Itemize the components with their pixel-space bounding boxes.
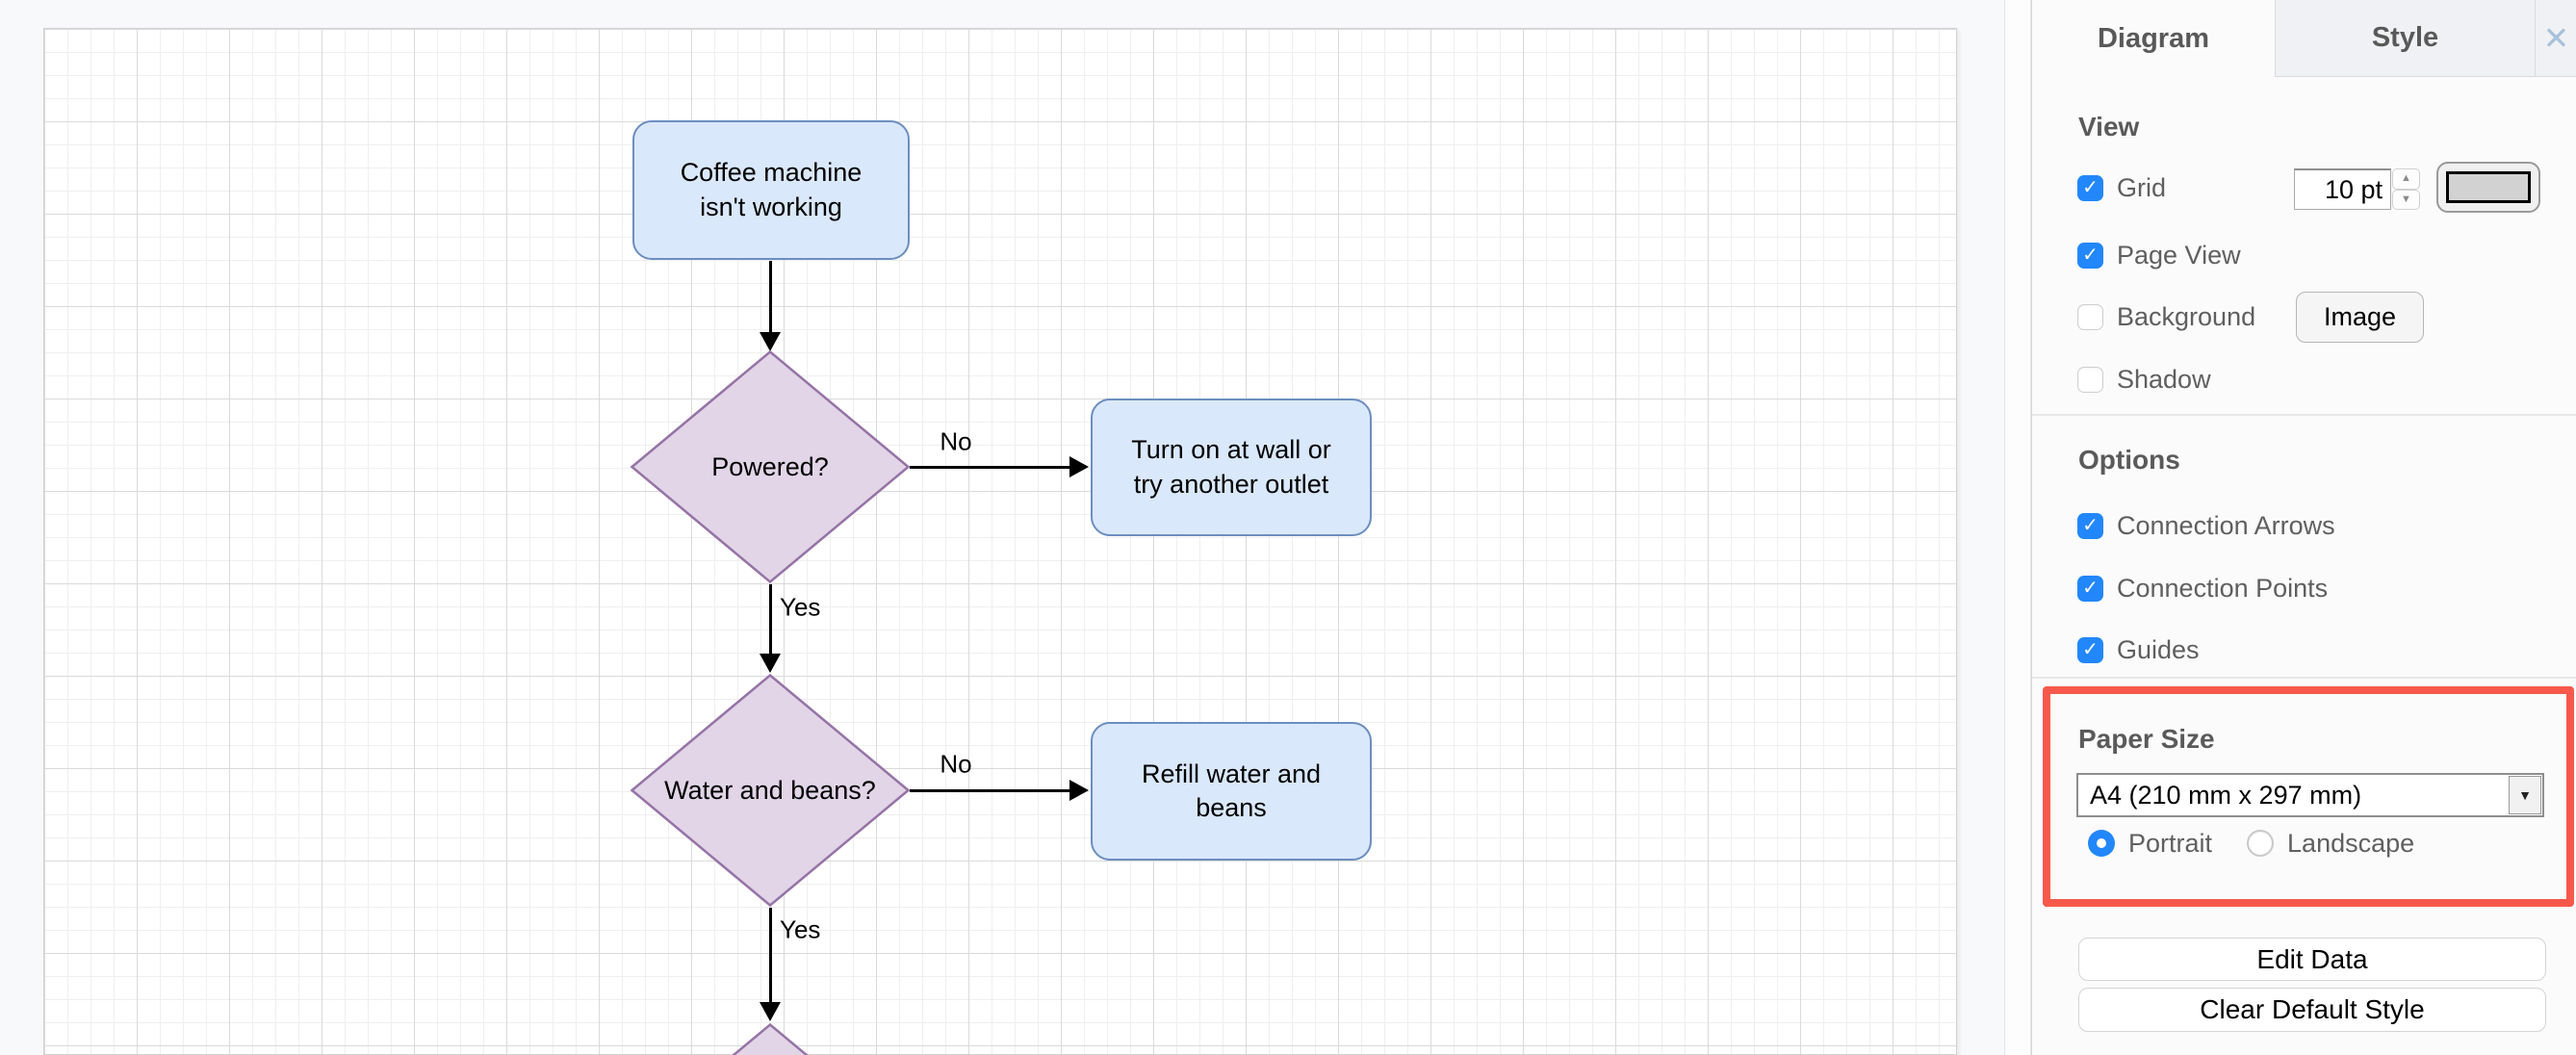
stepper-down-button[interactable]: ▼ xyxy=(2392,189,2420,210)
connection-arrows-checkbox[interactable]: ✓ xyxy=(2077,512,2103,539)
node-start[interactable]: Coffee machine isn't working xyxy=(632,120,910,260)
format-panel-tabbar: Diagram Style ✕ xyxy=(2032,0,2576,77)
edge-label-water-yes[interactable]: Yes xyxy=(780,914,821,944)
edge-water-yes[interactable] xyxy=(769,908,772,1004)
grid-label: Grid xyxy=(2117,172,2167,202)
node-refill-label: Refill water and beans xyxy=(1141,759,1322,822)
check-icon: ✓ xyxy=(2082,515,2099,536)
diamond-shape xyxy=(630,673,911,908)
landscape-label: Landscape xyxy=(2287,828,2415,858)
paper-size-select[interactable]: A4 (210 mm x 297 mm) ▼ xyxy=(2076,773,2544,817)
chevron-down-icon: ▼ xyxy=(2401,193,2411,205)
guides-row: ✓ Guides xyxy=(2077,632,2200,667)
portrait-radio[interactable] xyxy=(2088,830,2115,857)
connection-points-label: Connection Points xyxy=(2117,573,2329,603)
edit-data-label: Edit Data xyxy=(2256,943,2368,974)
page-sheet[interactable] xyxy=(43,28,1957,1055)
select-dropdown-button[interactable]: ▼ xyxy=(2509,776,2541,814)
landscape-radio[interactable] xyxy=(2247,830,2275,857)
panel-close-button[interactable]: ✕ xyxy=(2535,0,2576,77)
check-icon: ✓ xyxy=(2082,177,2099,198)
arrowhead-icon xyxy=(760,654,781,673)
image-button-label: Image xyxy=(2323,302,2397,331)
clear-default-style-button[interactable]: Clear Default Style xyxy=(2078,988,2546,1032)
portrait-label: Portrait xyxy=(2128,828,2213,858)
format-panel: Diagram Style ✕ View ✓ Grid ▲ ▼ xyxy=(2031,0,2576,1055)
background-image-button[interactable]: Image xyxy=(2296,292,2424,343)
chevron-up-icon: ▲ xyxy=(2401,172,2411,185)
background-checkbox[interactable] xyxy=(2077,303,2103,330)
paper-size-section-title: Paper Size xyxy=(2078,724,2215,754)
paper-size-value: A4 (210 mm x 297 mm) xyxy=(2090,780,2362,810)
diamond-shape xyxy=(630,349,911,584)
shadow-checkbox[interactable] xyxy=(2077,366,2103,393)
node-refill[interactable]: Refill water and beans xyxy=(1091,722,1372,861)
grid-size-stepper: ▲ ▼ xyxy=(2392,168,2420,210)
options-section-title: Options xyxy=(2078,445,2180,475)
node-powered-label: Powered? xyxy=(711,451,829,481)
tab-diagram-label: Diagram xyxy=(2097,22,2210,54)
orientation-radio-group: Portrait Landscape xyxy=(2088,826,2449,861)
guides-checkbox[interactable]: ✓ xyxy=(2077,636,2103,663)
background-label: Background xyxy=(2117,301,2256,331)
edge-label-water-no[interactable]: No xyxy=(940,749,972,779)
grid-color-swatch xyxy=(2446,171,2531,203)
shadow-row: Shadow xyxy=(2077,362,2211,397)
background-row: Background xyxy=(2077,299,2255,334)
page-view-checkbox[interactable]: ✓ xyxy=(2077,242,2103,269)
check-icon: ✓ xyxy=(2082,639,2099,660)
grid-color-button[interactable] xyxy=(2436,162,2540,213)
close-icon: ✕ xyxy=(2542,20,2570,56)
edge-start-powered[interactable] xyxy=(769,261,772,334)
connection-arrows-row: ✓ Connection Arrows xyxy=(2077,508,2335,543)
tab-diagram[interactable]: Diagram xyxy=(2032,0,2276,77)
page-view-row: ✓ Page View xyxy=(2077,238,2241,272)
connection-arrows-label: Connection Arrows xyxy=(2117,510,2335,540)
grid-row: ✓ Grid xyxy=(2077,170,2166,205)
diamond-shape xyxy=(732,1023,809,1055)
node-outlet[interactable]: Turn on at wall or try another outlet xyxy=(1091,399,1372,536)
grid-checkbox[interactable]: ✓ xyxy=(2077,174,2103,201)
section-divider xyxy=(2032,414,2576,416)
connection-points-checkbox[interactable]: ✓ xyxy=(2077,575,2103,602)
section-divider xyxy=(2032,677,2576,679)
radio-dot xyxy=(2097,838,2106,848)
stepper-up-button[interactable]: ▲ xyxy=(2392,168,2420,190)
dropdown-arrow-icon: ▼ xyxy=(2518,787,2532,803)
diagram-canvas[interactable]: Coffee machine isn't working Powered? No… xyxy=(0,0,2004,1055)
shadow-label: Shadow xyxy=(2117,364,2211,394)
arrowhead-icon xyxy=(1069,456,1089,477)
node-next-decision-partial[interactable] xyxy=(631,1023,910,1055)
grid-size-input[interactable] xyxy=(2294,168,2391,210)
guides-label: Guides xyxy=(2117,634,2200,664)
tab-style[interactable]: Style xyxy=(2276,0,2535,77)
check-icon: ✓ xyxy=(2082,578,2099,599)
node-powered[interactable]: Powered? xyxy=(630,349,911,584)
check-icon: ✓ xyxy=(2082,244,2099,266)
node-water-label: Water and beans? xyxy=(664,775,876,805)
arrowhead-icon xyxy=(1069,780,1089,801)
node-water[interactable]: Water and beans? xyxy=(630,673,911,908)
edge-powered-no[interactable] xyxy=(910,466,1071,469)
edge-label-powered-yes[interactable]: Yes xyxy=(780,592,821,622)
edit-data-button[interactable]: Edit Data xyxy=(2078,938,2546,981)
canvas-vertical-scrollbar[interactable] xyxy=(2004,0,2031,1055)
node-outlet-label: Turn on at wall or try another outlet xyxy=(1131,435,1331,499)
arrowhead-icon xyxy=(760,332,781,351)
tab-style-label: Style xyxy=(2371,22,2439,53)
page-view-label: Page View xyxy=(2117,240,2241,270)
edge-label-powered-no[interactable]: No xyxy=(940,426,972,456)
clear-default-style-label: Clear Default Style xyxy=(2200,994,2425,1024)
arrowhead-icon xyxy=(760,1002,781,1021)
edge-water-no[interactable] xyxy=(910,789,1071,792)
edge-powered-yes[interactable] xyxy=(769,584,772,656)
connection-points-row: ✓ Connection Points xyxy=(2077,571,2328,605)
node-start-label: Coffee machine isn't working xyxy=(680,158,863,221)
view-section-title: View xyxy=(2078,112,2140,142)
